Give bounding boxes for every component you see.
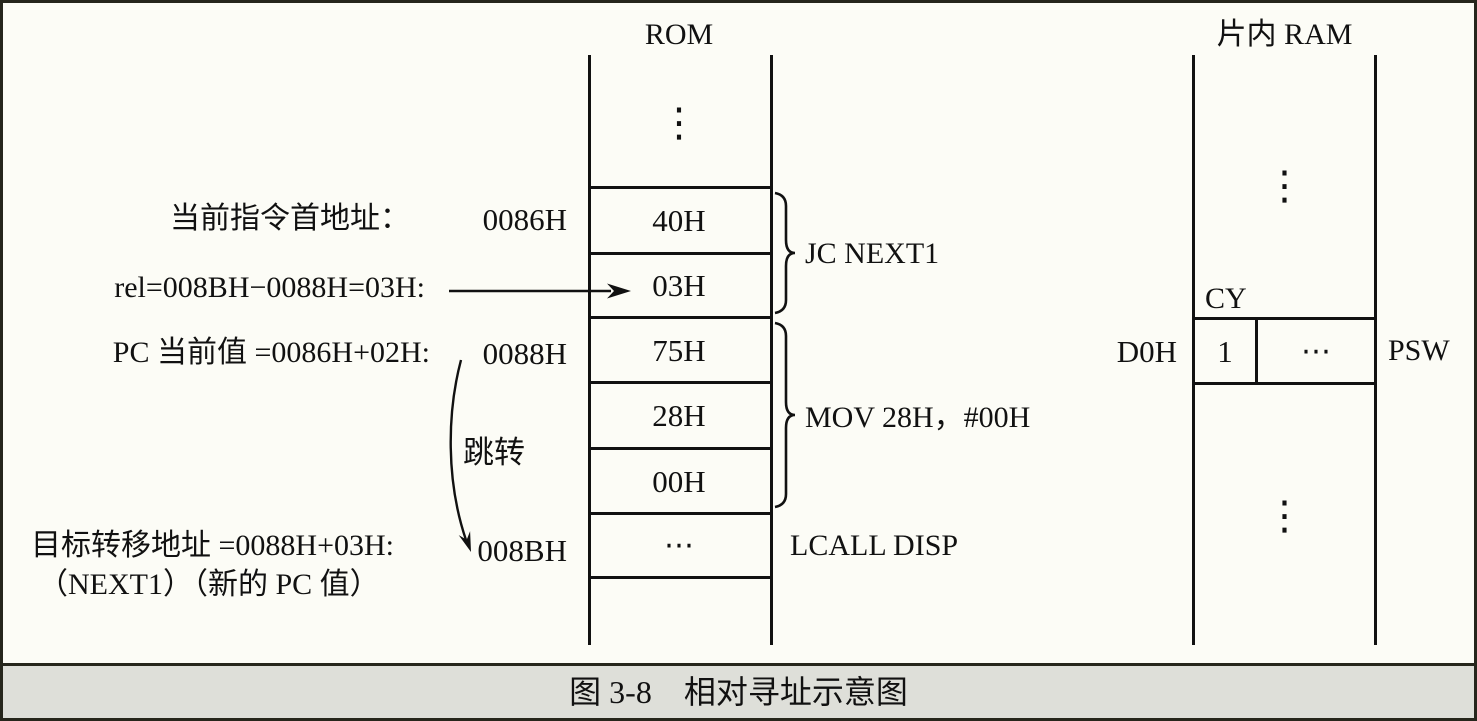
rom-right-border-line: [770, 55, 773, 645]
ram-upper-ellipsis: ⋮: [1264, 163, 1305, 209]
psw-carry-bit-value: 1: [1217, 333, 1233, 369]
psw-register-label: PSW: [1388, 334, 1450, 367]
rom-divider-6: [588, 512, 773, 515]
current-instruction-address: 0086H: [482, 202, 567, 237]
figure-caption: 图 3-8 相对寻址示意图: [569, 674, 908, 710]
pc-current-label: PC 当前值 =0086H+02H:: [112, 336, 430, 369]
current-instruction-label: 当前指令首地址：: [170, 202, 410, 235]
target-address-label: 目标转移地址 =0088H+03H:: [31, 529, 395, 562]
instruction-jc-next1: JC NEXT1: [805, 237, 940, 270]
ram-title: 片内 RAM: [1216, 18, 1353, 51]
rom-divider-1: [588, 186, 773, 189]
ram-right-border-line: [1374, 55, 1377, 645]
ram-lower-ellipsis: ⋮: [1264, 493, 1305, 539]
rom-divider-2: [588, 252, 773, 255]
rom-divider-5: [588, 447, 773, 450]
rom-cell-ellipsis: ⋯: [664, 527, 694, 563]
target-address-note: （NEXT1）（新的 PC 值）: [38, 568, 380, 601]
rom-divider-3: [588, 316, 773, 319]
instruction-mov: MOV 28H，#00H: [805, 401, 1031, 434]
psw-bit-divider-line: [1255, 317, 1258, 385]
rel-offset-label: rel=008BH−0088H=03H:: [114, 271, 425, 304]
rom-divider-7: [588, 576, 773, 579]
rom-cell-28h: 28H: [652, 398, 706, 433]
caption-band: 图 3-8 相对寻址示意图: [3, 663, 1474, 718]
rom-divider-4: [588, 381, 773, 384]
psw-row-bottom-line: [1192, 382, 1377, 385]
rom-cell-75h: 75H: [652, 332, 706, 368]
rom-cell-03h: 03H: [652, 268, 706, 303]
ram-left-border-line: [1192, 55, 1195, 645]
psw-address-label: D0H: [1116, 334, 1177, 369]
rom-title: ROM: [644, 18, 714, 51]
pc-current-address: 0088H: [482, 336, 567, 371]
instruction-lcall-disp: LCALL DISP: [790, 529, 959, 562]
rom-cell-40h: 40H: [652, 203, 706, 238]
jc-brace-icon: [774, 191, 796, 315]
rom-left-border-line: [588, 55, 591, 645]
rom-continuation-ellipsis: ⋮: [659, 99, 699, 146]
psw-other-bits-ellipsis: ⋯: [1301, 333, 1331, 369]
rom-cell-00h: 00H: [652, 463, 706, 499]
target-address-value: 008BH: [477, 533, 567, 568]
cy-bit-label: CY: [1205, 282, 1247, 315]
jump-label: 跳转: [463, 435, 525, 470]
mov-brace-icon: [774, 321, 796, 509]
psw-row-top-line: [1192, 317, 1377, 320]
